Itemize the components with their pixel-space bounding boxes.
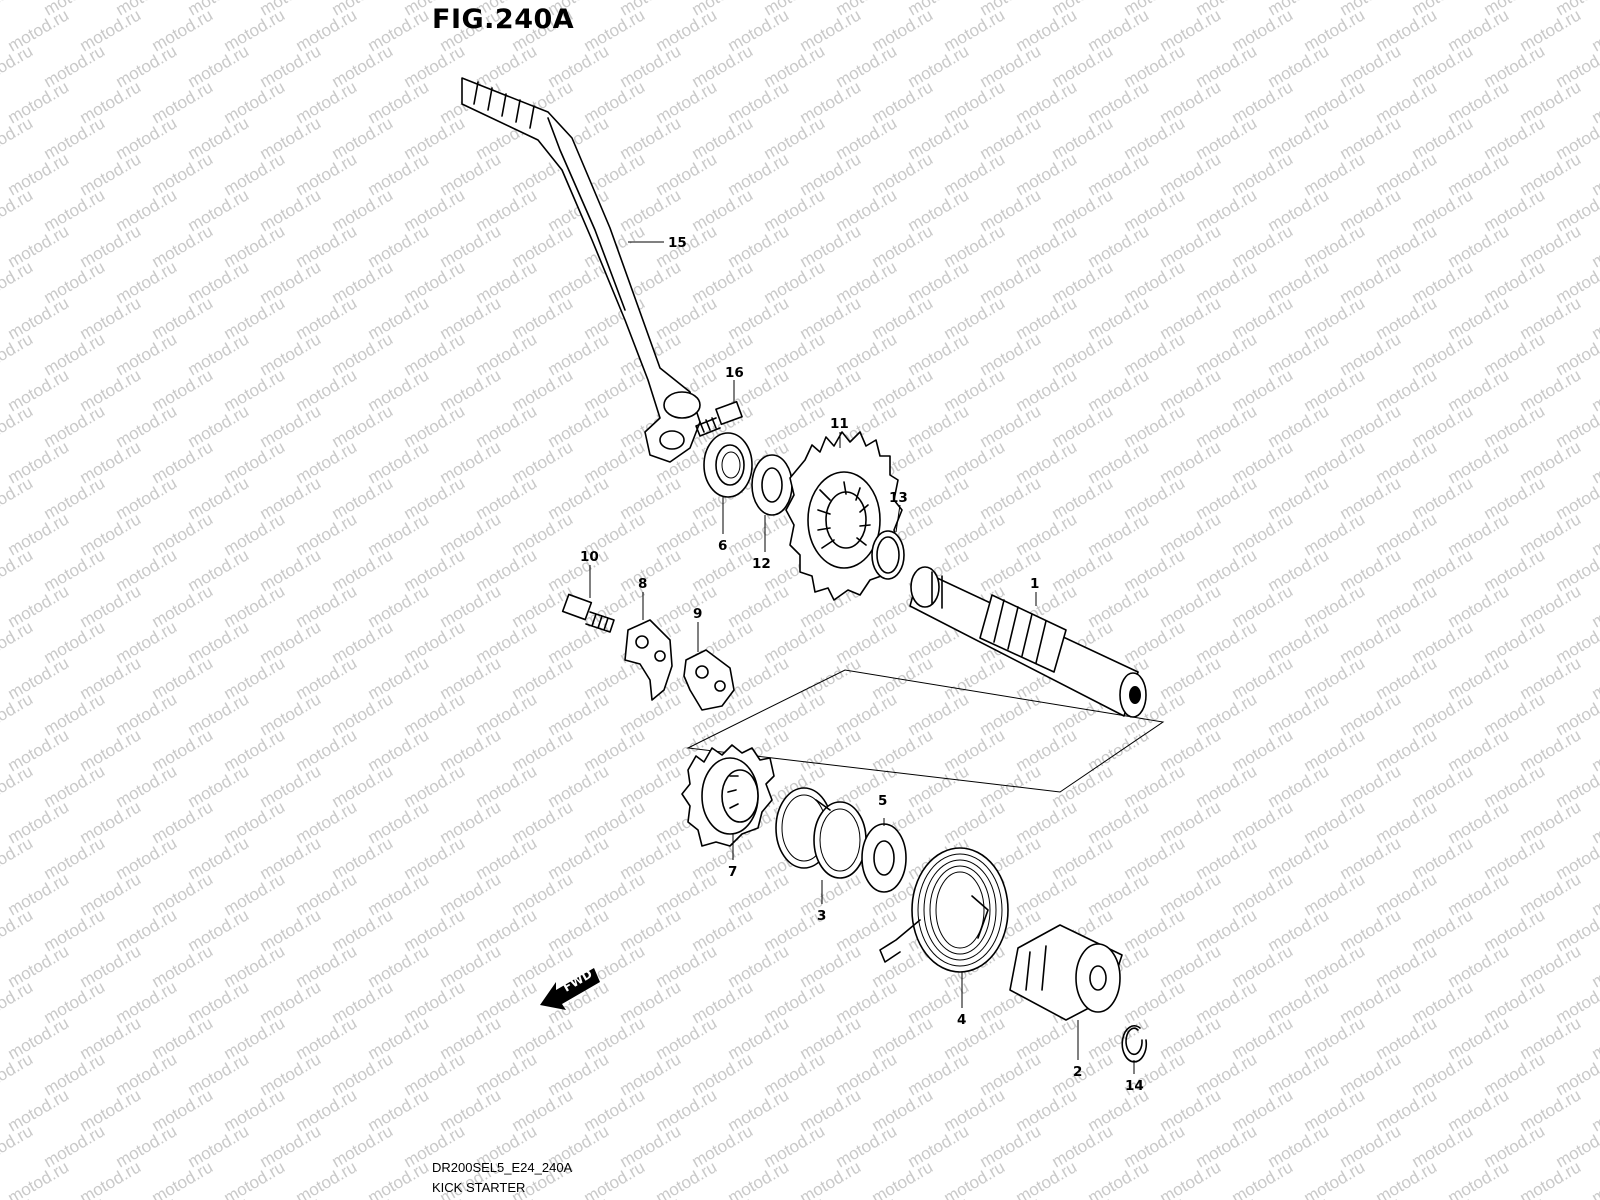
watermark-text: motod.ru [1445, 1157, 1513, 1200]
watermark-text: motod.ru [257, 1193, 325, 1200]
callout-7: 7 [728, 864, 737, 880]
watermark-text: motod.ru [0, 401, 36, 451]
part-13-ring [871, 530, 905, 580]
callout-5: 5 [878, 793, 887, 809]
part-15-kick-lever [461, 77, 701, 463]
watermark-text: motod.ru [1337, 1193, 1405, 1200]
subassembly-outline [686, 669, 1165, 793]
watermark-text: motod.ru [1517, 1157, 1585, 1200]
part-2-spring-guide [1009, 924, 1123, 1021]
callout-3: 3 [817, 908, 826, 924]
watermark-text: motod.ru [0, 41, 36, 91]
part-16-bolt [695, 400, 743, 437]
part-10-bolt [561, 593, 615, 633]
watermark-text: motod.ru [1229, 1157, 1297, 1200]
watermark-text: motod.ru [1409, 1193, 1477, 1200]
part-7-drive-gear [681, 744, 775, 847]
watermark-text: motod.ru [0, 473, 36, 523]
part-8-stopper-plate [624, 619, 673, 701]
watermark-text: motod.ru [293, 1157, 361, 1200]
watermark-text: motod.ru [761, 1193, 829, 1200]
watermark-text: motod.ru [1301, 1157, 1369, 1200]
watermark-text: motod.ru [833, 1193, 901, 1200]
watermark-text: motod.ru [653, 1157, 721, 1200]
part-1-shaft [909, 566, 1147, 718]
watermark-text: motod.ru [0, 1049, 36, 1099]
callout-10: 10 [580, 549, 599, 565]
watermark-text: motod.ru [1373, 1157, 1441, 1200]
watermark-text: motod.ru [0, 257, 36, 307]
watermark-text: motod.ru [1049, 1193, 1117, 1200]
watermark-text: motod.ru [905, 1193, 973, 1200]
watermark-text: motod.ru [5, 1157, 73, 1200]
watermark-text: motod.ru [689, 1193, 757, 1200]
watermark-text: motod.ru [1589, 1157, 1600, 1200]
watermark-text: motod.ru [0, 689, 36, 739]
figure-code: DR200SEL5_E24_240A [432, 1160, 573, 1175]
watermark-text: motod.ru [1193, 1193, 1261, 1200]
watermark-text: motod.ru [0, 977, 36, 1027]
watermark-text: motod.ru [0, 113, 36, 163]
part-14-circlip [1121, 1025, 1148, 1063]
callout-16: 16 [725, 365, 744, 381]
watermark-text: motod.ru [77, 1157, 145, 1200]
watermark-text: motod.ru [0, 905, 36, 955]
callout-13: 13 [889, 490, 908, 506]
watermark-text: motod.ru [0, 185, 36, 235]
callout-6: 6 [718, 538, 727, 554]
watermark-text: motod.ru [1265, 1193, 1333, 1200]
figure-name: KICK STARTER [432, 1180, 526, 1195]
callout-12: 12 [752, 556, 771, 572]
part-5-washer [861, 823, 907, 893]
watermark-text: motod.ru [185, 1193, 253, 1200]
part-3-spring [775, 787, 867, 879]
watermark-text: motod.ru [0, 833, 36, 883]
watermark-text: motod.ru [0, 1121, 36, 1171]
watermark-text: motod.ru [869, 1157, 937, 1200]
watermark-text: motod.ru [41, 1193, 109, 1200]
watermark-text: motod.ru [797, 1157, 865, 1200]
watermark-text: motod.ru [617, 1193, 685, 1200]
part-6-oil-seal [703, 432, 753, 498]
callout-14: 14 [1125, 1078, 1144, 1094]
watermark-text: motod.ru [0, 761, 36, 811]
callout-15: 15 [668, 235, 687, 251]
leader-lines [589, 241, 1135, 1074]
watermark-text: motod.ru [329, 1193, 397, 1200]
callout-1: 1 [1030, 576, 1039, 592]
watermark-text: motod.ru [0, 617, 36, 667]
callout-11: 11 [830, 416, 849, 432]
callout-labels: 15 16 11 13 6 12 10 8 9 1 5 7 3 4 2 14 [580, 235, 1144, 1094]
watermark-text: motod.ru [1013, 1157, 1081, 1200]
figure-title: FIG.240A [432, 4, 575, 35]
part-9-plate [683, 649, 735, 711]
watermark-text: motod.ru [1481, 1193, 1549, 1200]
callout-9: 9 [693, 606, 702, 622]
part-12-washer [751, 454, 793, 516]
watermark-text: motod.ru [1157, 1157, 1225, 1200]
watermark-text: motod.ru [545, 1193, 613, 1200]
watermark-text: motod.ru [581, 1157, 649, 1200]
watermark-text: motod.ru [0, 0, 36, 19]
watermark-text: motod.ru [221, 1157, 289, 1200]
watermark-text: motod.ru [0, 545, 36, 595]
callout-8: 8 [638, 576, 647, 592]
watermark-text: motod.ru [113, 1193, 181, 1200]
watermark-text: motod.ru [725, 1157, 793, 1200]
callout-2: 2 [1073, 1064, 1082, 1080]
watermark-text: motod.ru [365, 1157, 433, 1200]
part-4-return-spring [879, 847, 1009, 973]
callout-4: 4 [957, 1012, 966, 1028]
watermark-text: motod.ru [1085, 1157, 1153, 1200]
watermark-text: motod.ru [0, 329, 36, 379]
watermark-text: motod.ru [941, 1157, 1009, 1200]
watermark-text: motod.ru [149, 1157, 217, 1200]
watermark-text: motod.ru [1121, 1193, 1189, 1200]
watermark-text: motod.ru [977, 1193, 1045, 1200]
